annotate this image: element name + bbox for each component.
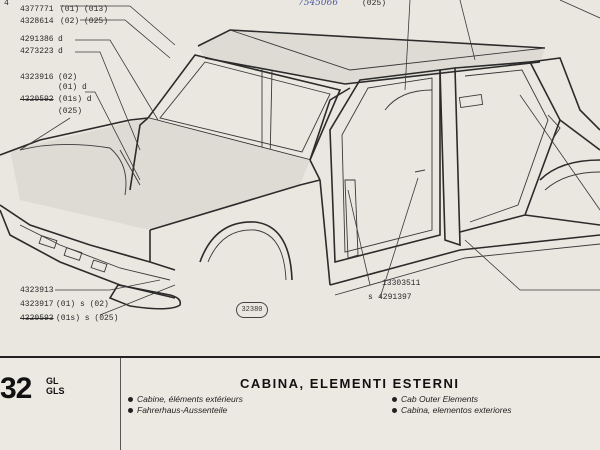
handwritten-reference: 7545066 [298, 0, 339, 8]
front-bumper [108, 284, 182, 310]
bullet-icon [128, 397, 133, 402]
a-pillar [309, 87, 351, 161]
variant-labels: GL GLS [46, 376, 65, 396]
variant-gl: GL [46, 376, 59, 386]
part-variant: s [368, 293, 373, 302]
part-variant: (01) s (02) [56, 300, 109, 309]
part-variant: (01s) d [58, 95, 92, 104]
b-pillar [439, 67, 461, 247]
part-variant: (025) [58, 107, 83, 116]
front-wheel-arch [199, 221, 293, 281]
part-number: 4273223 [20, 47, 54, 56]
part-number: 4328614 [20, 17, 54, 26]
description-es: Cabina, elementos exteriores [401, 405, 512, 415]
part-number: 13303511 [382, 279, 421, 288]
descriptions-left: Cabine, éléments extérieurs Fahrerhaus-A… [128, 394, 243, 416]
variant-gls: GLS [46, 386, 65, 396]
header-variant: (025) [362, 0, 387, 8]
figure-number: 32380 [236, 302, 268, 318]
part-number: 4377771 [20, 5, 54, 14]
bullet-icon [392, 397, 397, 402]
part-number: 4323913 [20, 286, 54, 295]
part-number: 4291386 [20, 35, 54, 44]
part-variant: (01) (013) [60, 5, 109, 14]
rear-door-opening [454, 61, 561, 233]
part-number: 4320593 [20, 314, 54, 323]
group-number: 32 [0, 372, 32, 405]
bullet-icon [128, 408, 133, 413]
part-variant: (01) d [58, 83, 87, 92]
part-variant: d [58, 35, 63, 44]
bullet-icon [392, 408, 397, 413]
side-sill [329, 234, 600, 286]
header-code: 4 [4, 0, 9, 8]
car-body-illustration [0, 0, 600, 316]
part-number: 4323917 [20, 300, 54, 309]
description-fr: Cabine, éléments extérieurs [137, 394, 243, 404]
part-number: 4323916 [20, 73, 54, 82]
page-footer: 32 GL GLS CABINA, ELEMENTI ESTERNI Cabin… [0, 356, 600, 450]
group-number-box: 32 GL GLS [0, 358, 121, 450]
hood-outline [0, 117, 149, 156]
part-variant: d [58, 47, 63, 56]
descriptions-right: Cab Outer Elements Cabina, elementos ext… [392, 394, 512, 416]
section-title: CABINA, ELEMENTI ESTERNI [240, 376, 460, 391]
part-variant: (02) [58, 73, 78, 82]
part-number: 4291397 [378, 293, 412, 302]
part-variant: (02) (025) [60, 17, 109, 26]
description-en: Cab Outer Elements [401, 394, 479, 404]
part-variant: (01s) s (025) [56, 314, 119, 323]
part-number: 4320592 [20, 95, 54, 104]
front-door-opening [329, 69, 441, 264]
description-de: Fahrerhaus-Aussenteile [137, 405, 228, 415]
